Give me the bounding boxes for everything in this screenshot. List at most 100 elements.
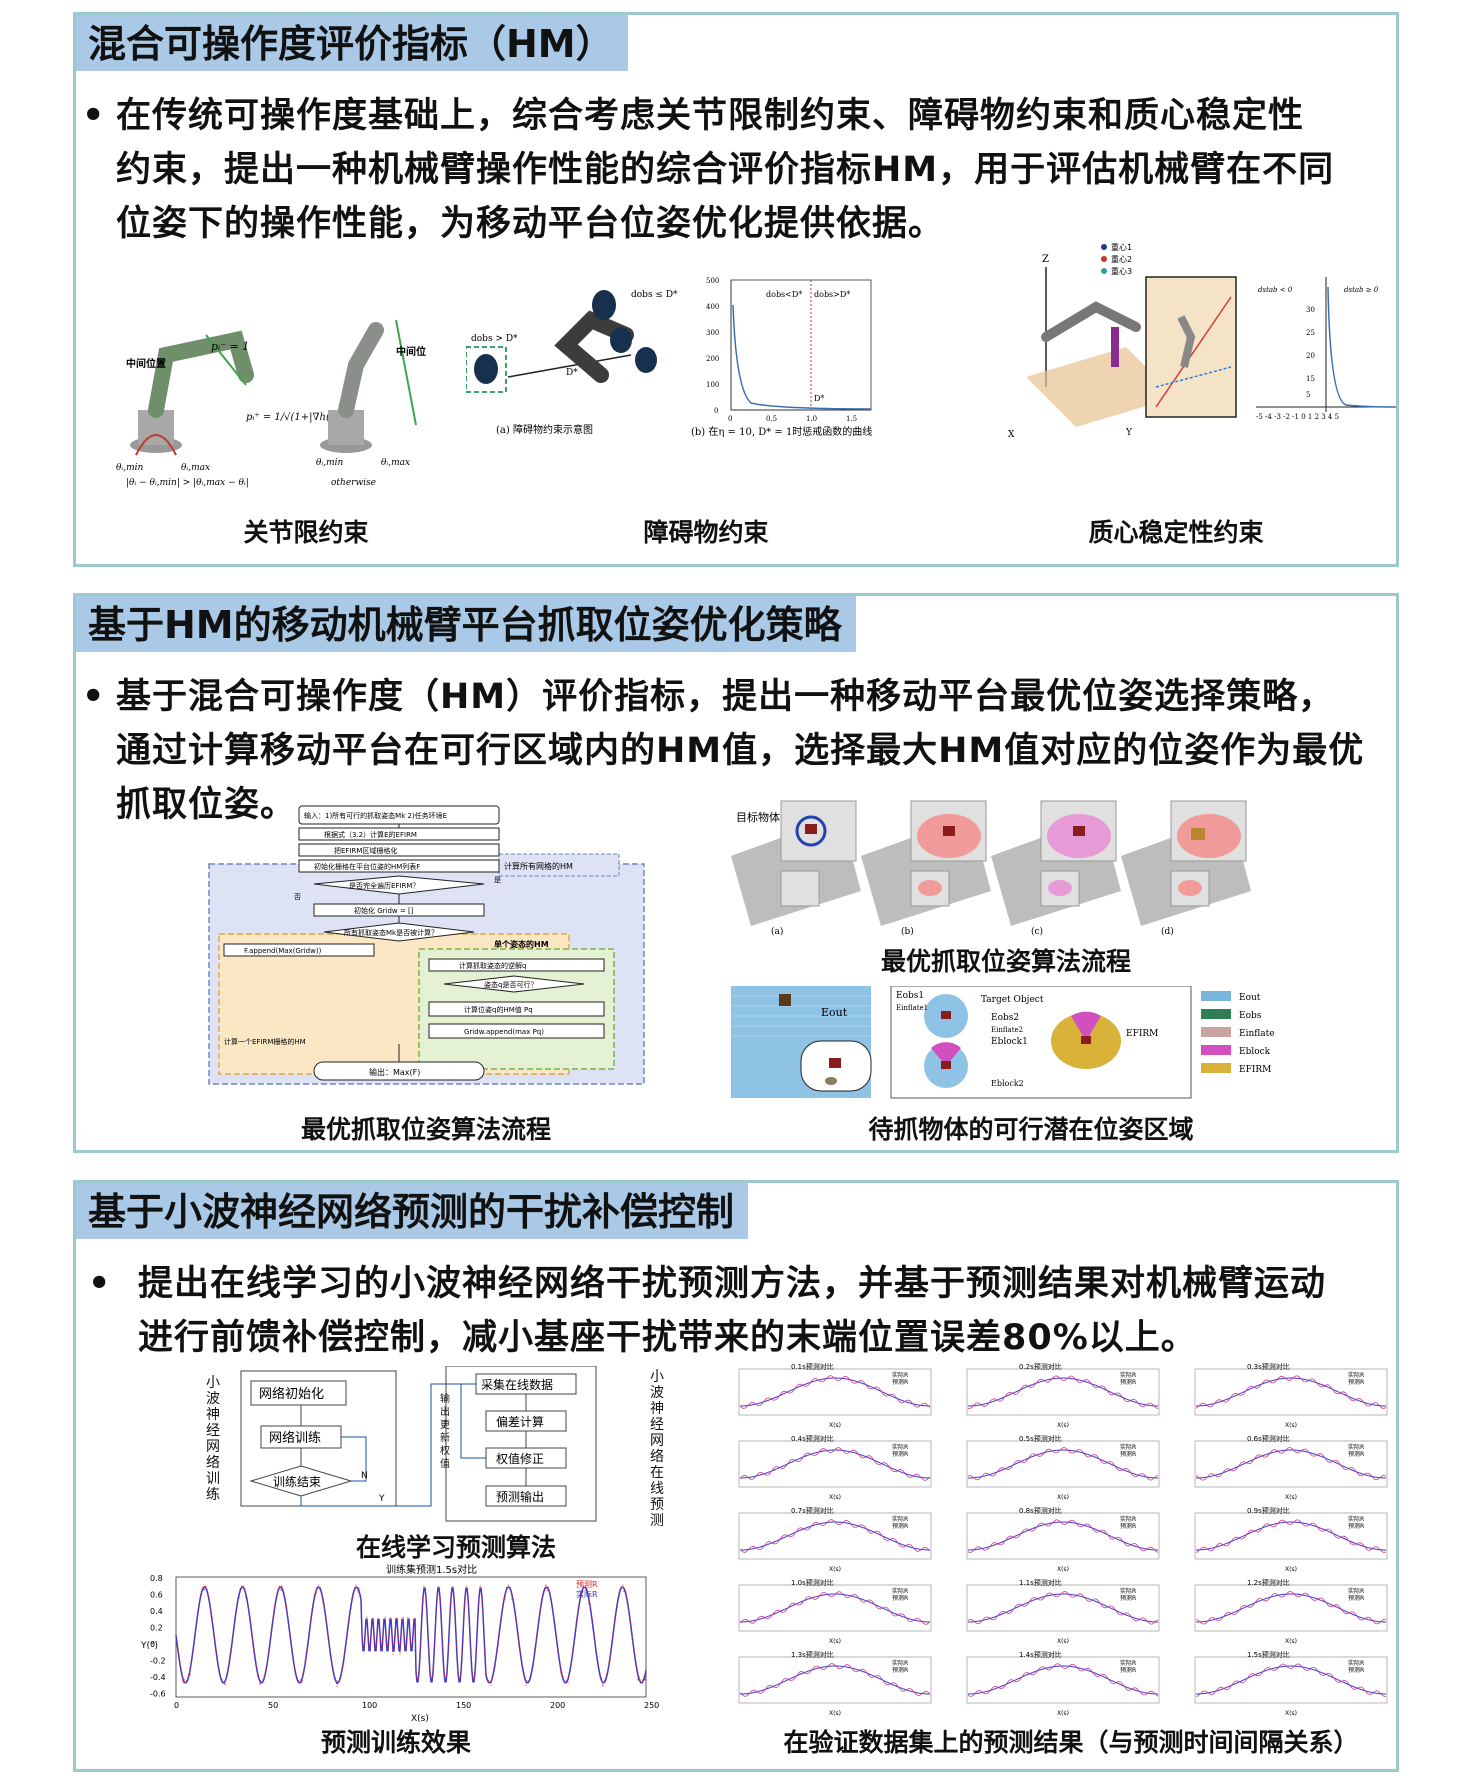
predicted-series-line	[967, 1375, 1159, 1409]
actual-series-line	[1196, 1521, 1386, 1551]
region-eout: Eout	[821, 1006, 848, 1019]
validation-chart-title: 1.3s预测对比	[791, 1651, 834, 1659]
svg-text:15: 15	[1306, 375, 1315, 383]
otherwise-label: otherwise	[331, 478, 376, 488]
predicted-series-line	[967, 1519, 1159, 1553]
validation-chart-title: 1.1s预测对比	[1019, 1579, 1062, 1587]
svg-text:1.5: 1.5	[846, 415, 857, 423]
validation-xlabel: X(s)	[1285, 1566, 1297, 1573]
validation-legend: 实际R	[1120, 1659, 1136, 1667]
actual-series-line	[968, 1593, 1158, 1623]
predicted-series-line	[1195, 1375, 1387, 1409]
actual-series-line	[968, 1449, 1158, 1479]
svg-text:D*: D*	[566, 368, 578, 378]
flow-step1: 根据式（3.2）计算E的EFIRM	[324, 830, 417, 839]
predicted-series-line	[739, 1591, 931, 1625]
grasp-flowchart: 计算所有网格的HM 输入：1)所有可行的抓取姿态Mk 2)任务环境E 根据式（3…	[208, 805, 645, 1085]
mid-position-label-2: 中间位置	[396, 345, 426, 358]
predicted-series-line	[967, 1591, 1159, 1625]
actual-series-line	[1196, 1593, 1386, 1623]
training-prediction-chart: 训练集预测1.5s对比 Y(°) X(s) 0.80.60.40.20-0.2-…	[140, 1563, 659, 1723]
validation-legend: 预测R	[1348, 1450, 1364, 1458]
validation-chart-title: 0.2s预测对比	[1019, 1363, 1062, 1371]
svg-text:否: 否	[294, 893, 301, 901]
svg-text:D*: D*	[814, 394, 824, 403]
predicted-series-line	[967, 1447, 1159, 1481]
validation-legend: 实际R	[1120, 1371, 1136, 1379]
flow-calc-hm: 计算位姿q的HM值 Pq	[464, 1005, 533, 1014]
predicted-series-line	[1195, 1591, 1387, 1625]
section-hm-index: 混合可操作度评价指标（HM） • 在传统可操作度基础上，综合考虑关节限制约束、障…	[73, 12, 1399, 567]
train-xtick: 50	[268, 1701, 278, 1710]
flow-calc-one: 计算一个EFIRM栅格的HM	[224, 1037, 306, 1046]
feasible-region-diagram: Eout Eobs1 Einflate1 Target Object Eobs2…	[731, 986, 1275, 1099]
mid-position-label: 中间位置	[126, 357, 166, 370]
online-learning-diagram: 网络初始化 网络训练 训练结束 N Y 采集在线数据 偏差计算 权值修正 预测输…	[240, 1366, 597, 1522]
section-wavelet-nn: 基于小波神经网络预测的干扰补偿控制 • 提出在线学习的小波神经网络干扰预测方法，…	[73, 1180, 1399, 1772]
flow-init-grid: 初始化 Gridw = []	[354, 906, 414, 915]
validation-legend: 预测R	[1348, 1666, 1364, 1674]
svg-text:预测R: 预测R	[576, 1579, 598, 1589]
validation-xlabel: X(s)	[1057, 1638, 1069, 1645]
validation-legend: 实际R	[892, 1587, 908, 1595]
svg-text:Eout: Eout	[1239, 993, 1261, 1003]
cog-stability-figure: Z 重心1 重心2 重心3 X Y 30 25 20 15 5 -5 -4 -3…	[1008, 242, 1396, 437]
actual-series-line	[968, 1521, 1158, 1551]
dobs-le-label: dobs ≤ D*	[631, 290, 678, 300]
svg-text:Z: Z	[1042, 254, 1049, 265]
validation-legend: 实际R	[1120, 1515, 1136, 1523]
validation-legend: 实际R	[1348, 1659, 1364, 1667]
validation-chart-title: 0.1s预测对比	[791, 1363, 834, 1371]
svg-text:Eobs1: Eobs1	[896, 991, 924, 1001]
flow-step3: 初始化栅格在平台位姿的HM列表F	[314, 862, 420, 871]
svg-text:Einflate2: Einflate2	[991, 1026, 1023, 1034]
train-ytick: 0.8	[150, 1574, 163, 1583]
validation-chart-title: 0.7s预测对比	[791, 1507, 834, 1515]
caption-validation-results: 在验证数据集上的预测结果（与预测时间间隔关系）	[783, 1728, 1359, 1757]
flow-step2: 把EFIRM区域栅格化	[334, 846, 397, 855]
validation-legend: 实际R	[892, 1659, 908, 1667]
svg-text:EFIRM: EFIRM	[1126, 1029, 1158, 1039]
svg-text:(b): (b)	[901, 926, 914, 936]
svg-text:θᵢ,min: θᵢ,min	[116, 463, 144, 473]
predicted-series-line	[967, 1663, 1159, 1697]
validation-legend: 实际R	[892, 1515, 908, 1523]
svg-text:Eblock2: Eblock2	[991, 1079, 1024, 1088]
predicted-series-line	[739, 1375, 931, 1409]
caption-training-effect: 预测训练效果	[320, 1728, 471, 1757]
cog-legend-3: 重心3	[1111, 266, 1132, 276]
section-title: 混合可操作度评价指标（HM）	[76, 15, 628, 71]
validation-legend: 实际R	[1348, 1515, 1364, 1523]
svg-text:0: 0	[728, 415, 732, 423]
target-object-label: 目标物体	[736, 810, 780, 824]
flow-cond3: 姿态q是否可行？	[484, 980, 537, 989]
flow-cond1: 是否完全遍历EFIRM？	[349, 881, 419, 890]
validation-legend: 实际R	[892, 1371, 908, 1379]
cog-legend-2: 重心2	[1111, 254, 1132, 264]
svg-text:pᵢ⁻ = 1: pᵢ⁻ = 1	[211, 340, 249, 353]
actual-series-line	[1196, 1377, 1386, 1407]
cog-legend-1: 重心1	[1111, 242, 1132, 252]
caption-algorithm-flow-right: 最优抓取位姿算法流程	[880, 947, 1131, 976]
obstacle-figure: dobs ≤ D* dobs > D* D* (a) 障碍物约束示意图 500 …	[466, 277, 872, 438]
train-xtick: 200	[550, 1701, 565, 1710]
joint-limit-figure: 中间位置 pᵢ⁻ = 1 pᵢ⁺ = 1/√(1+|∇h(q)ᵢ|) θᵢ,mi…	[116, 319, 426, 488]
validation-legend: 实际R	[1120, 1443, 1136, 1451]
train-ytick: 0	[150, 1640, 155, 1649]
svg-text:(c): (c)	[1031, 926, 1043, 936]
svg-text:dstab < 0: dstab < 0	[1258, 286, 1293, 294]
predicted-series-line	[1195, 1663, 1387, 1697]
validation-legend: 预测R	[892, 1594, 908, 1602]
svg-text:-5 -4 -3 -2 -1 0 1 2 3 4 5: -5 -4 -3 -2 -1 0 1 2 3 4 5	[1256, 413, 1339, 421]
svg-text:Y: Y	[1125, 428, 1133, 437]
validation-legend: 实际R	[1348, 1587, 1364, 1595]
svg-text:0: 0	[714, 407, 718, 415]
svg-text:偏差计算: 偏差计算	[496, 1414, 544, 1429]
svg-text:网络初始化: 网络初始化	[259, 1386, 324, 1402]
actual-series-line	[1196, 1449, 1386, 1479]
